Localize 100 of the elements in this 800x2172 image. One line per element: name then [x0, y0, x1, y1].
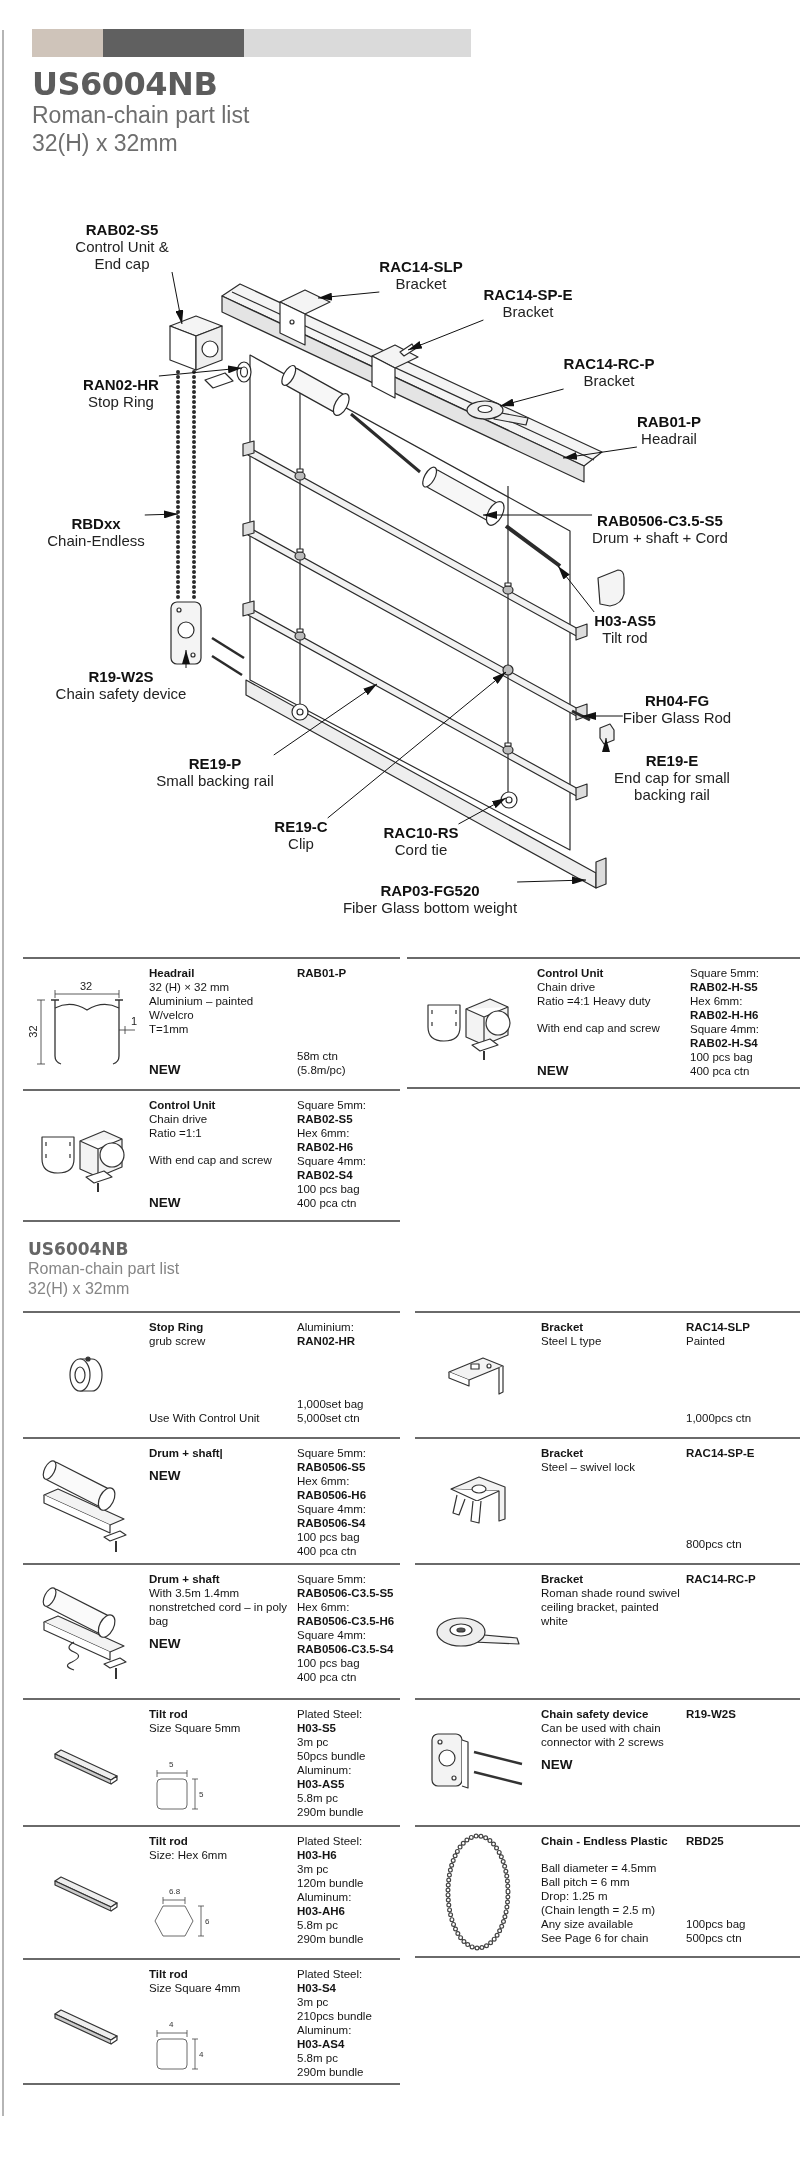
callout-part-number: RE19-C [274, 818, 328, 835]
callout-part-number: RBDxx [70, 515, 122, 532]
callout-part-name: End cap for small backing rail [613, 769, 731, 803]
part-number: H03-AH6 [297, 1904, 345, 1918]
chain-safety-device [170, 601, 202, 665]
part-description: Ball pitch = 6 mm [541, 1875, 630, 1889]
part-description: Size Square 4mm [149, 1981, 241, 1995]
new-label: NEW [149, 1469, 181, 1483]
part-number: RAB02-H-S5 [690, 980, 758, 994]
spec-text: Hex 6mm: [297, 1126, 350, 1140]
bead-chain [176, 370, 196, 602]
callout-part-number: RAB02-S5 [84, 221, 160, 238]
stop-ring [236, 361, 252, 383]
part-number: R19-W2S [686, 1707, 736, 1721]
part-description: Chain drive [537, 980, 596, 994]
part-number: RAB0506-C3.5-H6 [297, 1614, 395, 1628]
part-description: Roman shade round swivel ceiling bracket, painted white [541, 1586, 681, 1628]
new-label: NEW [149, 1637, 181, 1651]
part-description: (Chain length = 2.5 m) [541, 1903, 656, 1917]
new-label: NEW [541, 1758, 573, 1772]
callout-part-name: Chain safety device [55, 685, 187, 702]
leader-arrow [327, 671, 507, 819]
part-description: grub screw [149, 1334, 206, 1348]
part-description: Can be used with chain connector with 2 screws [541, 1721, 665, 1749]
callout-part-number: RE19-E [644, 752, 700, 769]
part-number: RAC14-RC-P [686, 1572, 756, 1586]
callout-part-number: RAP03-FG520 [379, 882, 481, 899]
spec-text: 100 pcs bag [297, 1182, 360, 1196]
fiber-glass-rod [571, 709, 591, 722]
leader-arrow [182, 649, 190, 669]
clip [502, 664, 514, 676]
spec-text: 3m pc [297, 1862, 329, 1876]
callout-part-number: RH04-FG [643, 692, 711, 709]
spec-text: 1,000pcs ctn [686, 1411, 752, 1425]
spec-text: 5.8m pc [297, 2051, 338, 2065]
spec-text: Square 4mm: [297, 1502, 367, 1516]
part-description: Ratio =1:1 [149, 1126, 202, 1140]
page-subtitle: Roman-chain part list [32, 101, 250, 129]
spec-text: 3m pc [297, 1735, 329, 1749]
spec-text: 400 pca ctn [297, 1544, 357, 1558]
part-description: Use With Control Unit [149, 1411, 260, 1425]
spec-text: Aluminum: [297, 1763, 352, 1777]
callout-part-name: Cord tie [393, 841, 449, 858]
leader-arrow [602, 737, 610, 753]
part-name: Control Unit [537, 966, 604, 980]
spec-text: Painted [686, 1334, 725, 1348]
callout-part-number: H03-AS5 [594, 612, 656, 629]
spec-text: Square 5mm: [690, 966, 760, 980]
part-name: Tilt rod [149, 1967, 188, 1981]
dimension-value: 4 [199, 2051, 204, 2059]
spec-text: Plated Steel: [297, 1707, 363, 1721]
part-name: Tilt rod [149, 1834, 188, 1848]
drum [422, 466, 505, 526]
part-number: RAB0506-S5 [297, 1460, 366, 1474]
spec-text: 5,000set ctn [297, 1411, 360, 1425]
leader-arrow [144, 510, 179, 519]
part-number: RBD25 [686, 1834, 724, 1848]
spec-text: 58m ctn [297, 1049, 338, 1063]
callout-part-name: Fiber Glass bottom weight [342, 899, 518, 916]
part-description: Ratio =4:1 Heavy duty [537, 994, 651, 1008]
part-name: Drum + shaft| [149, 1446, 223, 1460]
part-description: Drop: 1.25 m [541, 1889, 608, 1903]
callout-part-name: Small backing rail [156, 772, 274, 789]
part-name: Bracket [541, 1572, 584, 1586]
spec-text: Square 4mm: [690, 1022, 760, 1036]
part-number: RAB0506-C3.5-S4 [297, 1642, 394, 1656]
dimension-value: 5 [199, 1791, 204, 1799]
spec-text: 290m bundle [297, 1932, 364, 1946]
leader-arrow [581, 712, 624, 720]
spec-text: 120m bundle [297, 1876, 364, 1890]
part-description: Size Square 5mm [149, 1721, 241, 1735]
leader-arrow [407, 319, 484, 351]
dimension-value: 4 [169, 2021, 174, 2029]
dimension-value: 32 [27, 1025, 39, 1038]
section-subtitle: Roman-chain part list [28, 1259, 180, 1279]
part-description: T=1mm [149, 1022, 189, 1036]
part-name: Bracket [541, 1446, 584, 1460]
spec-text: Plated Steel: [297, 1834, 363, 1848]
leader-arrow [273, 683, 378, 756]
dimension-value: 6.8 [169, 1888, 181, 1896]
dimension-value: 1 [131, 1016, 138, 1027]
tilt-rod [504, 524, 562, 568]
spec-text: 100 pcs bag [297, 1530, 360, 1544]
spec-text: 290m bundle [297, 2065, 364, 2079]
part-number: RAB02-S5 [297, 1112, 353, 1126]
spec-text: 3m pc [297, 1995, 329, 2009]
control-unit [169, 315, 223, 371]
spec-text: 100 pcs bag [690, 1050, 753, 1064]
callout-part-number: RAN02-HR [83, 376, 159, 393]
spec-text: 5.8m pc [297, 1791, 338, 1805]
end-cap [599, 723, 615, 745]
part-number: H03-H6 [297, 1848, 337, 1862]
spec-text: Aluminum: [297, 1890, 352, 1904]
section-title: US6004NB [28, 1239, 129, 1259]
spec-text: Square 5mm: [297, 1098, 367, 1112]
spec-text: Aluminium: [297, 1320, 354, 1334]
new-label: NEW [149, 1063, 181, 1077]
callout-part-name: Bracket [582, 372, 636, 389]
new-label: NEW [149, 1196, 181, 1210]
callout-part-number: RAC10-RS [383, 824, 459, 841]
